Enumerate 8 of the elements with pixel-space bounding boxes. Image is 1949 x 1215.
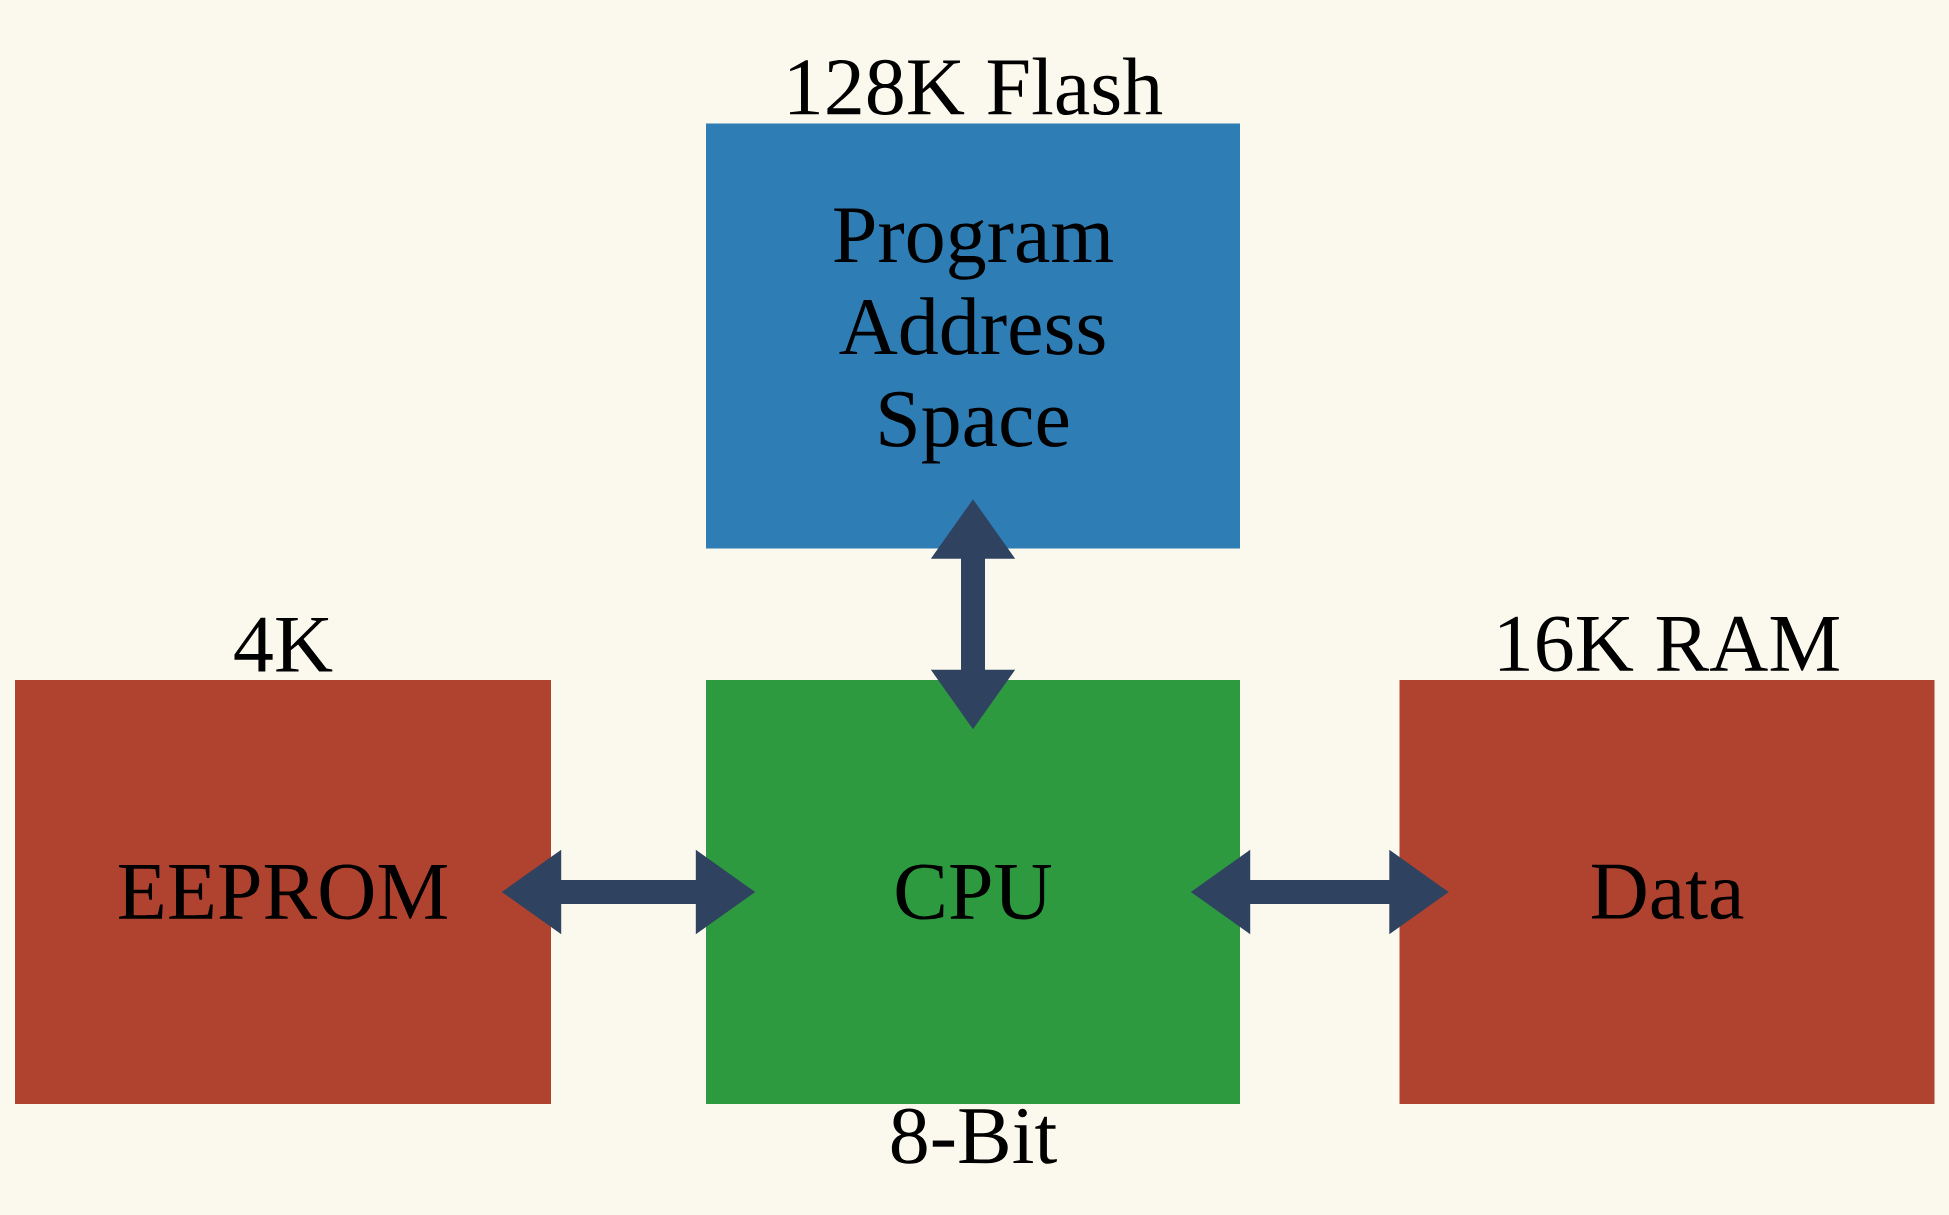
memory-box: Program Address Space (706, 123, 1240, 549)
memory-box: CPU (706, 680, 1240, 1104)
memory-box: EEPROM (15, 680, 551, 1104)
memory-box: Data (1399, 680, 1935, 1104)
box-heading: 16K RAM (1499, 616, 1839, 672)
box-heading: 8-Bit (891, 1108, 1057, 1164)
box-heading: 4K (234, 617, 333, 672)
box-heading: 128K Flash (790, 57, 1163, 116)
